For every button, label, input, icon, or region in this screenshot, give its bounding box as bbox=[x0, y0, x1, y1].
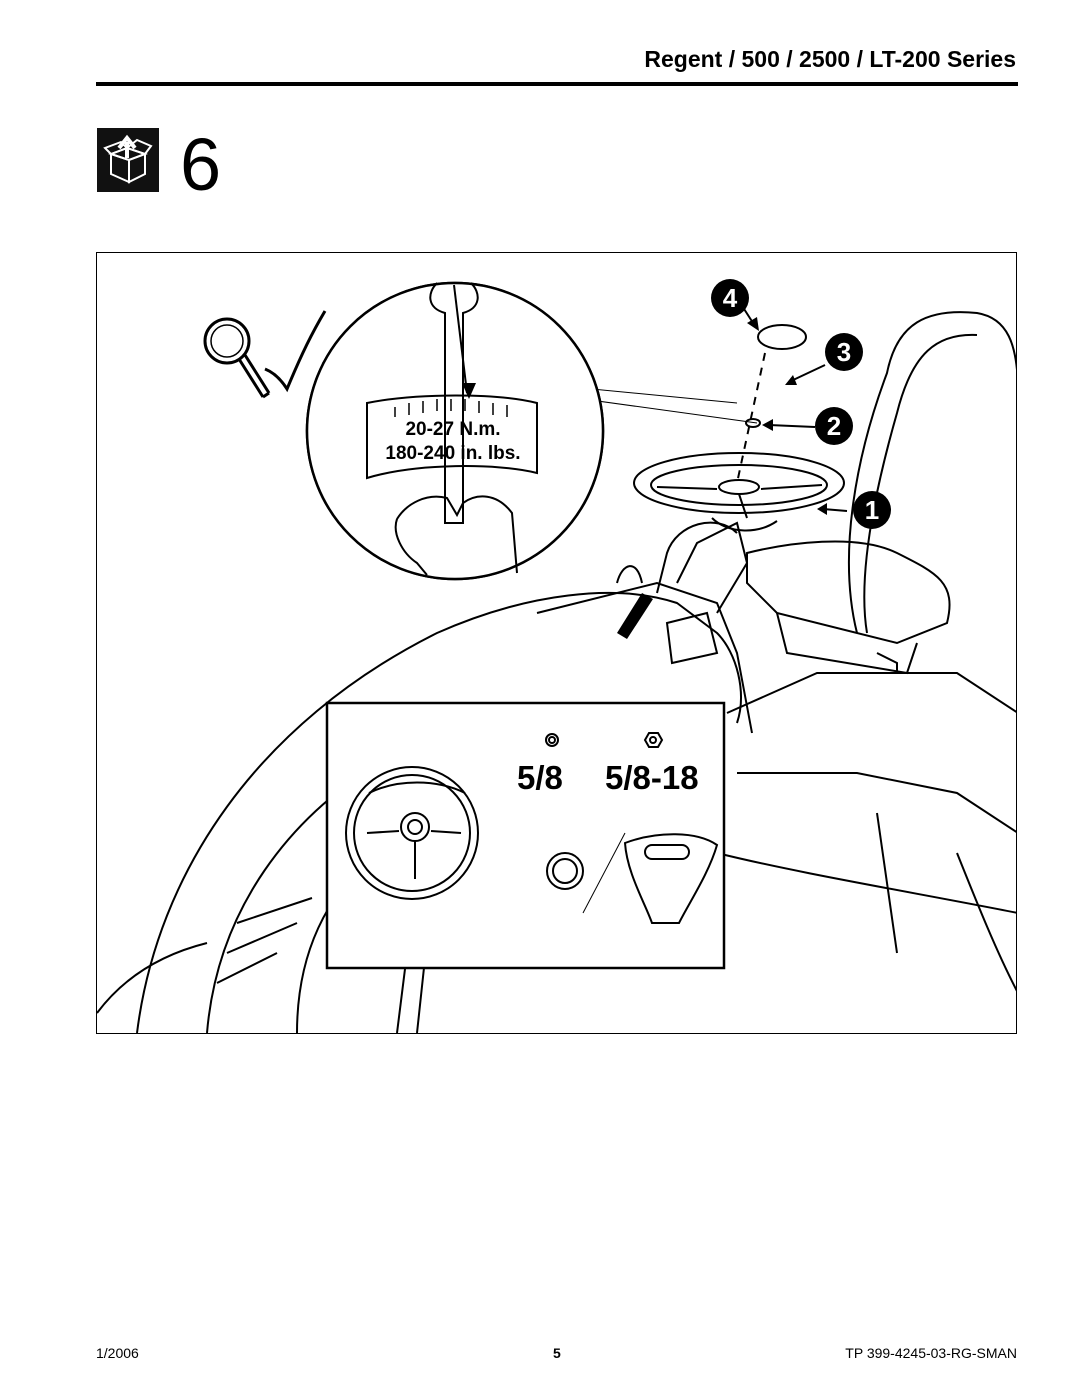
assembly-figure: 4 3 2 1 20-27 N.m. 180-240 in. lbs. 5/8 … bbox=[96, 252, 1017, 1034]
inset-size-left: 5/8 bbox=[517, 759, 563, 796]
inset-size-right: 5/8-18 bbox=[605, 759, 699, 796]
footer-page-number: 5 bbox=[553, 1345, 561, 1361]
footer-date: 1/2006 bbox=[96, 1345, 139, 1361]
page-header-title: Regent / 500 / 2500 / LT-200 Series bbox=[644, 46, 1016, 72]
unpack-box-icon bbox=[97, 128, 159, 192]
step-number: 6 bbox=[180, 123, 222, 206]
tractor-line-drawing bbox=[97, 281, 1016, 1033]
header-rule bbox=[96, 82, 1018, 86]
footer-doc-id: TP 399-4245-03-RG-SMAN bbox=[845, 1345, 1017, 1361]
callout-1: 1 bbox=[853, 491, 891, 529]
torque-metric: 20-27 N.m. bbox=[405, 419, 501, 440]
callout-4: 4 bbox=[711, 279, 749, 317]
callout-3: 3 bbox=[825, 333, 863, 371]
torque-imperial: 180-240 in. lbs. bbox=[385, 443, 521, 464]
callout-2: 2 bbox=[815, 407, 853, 445]
